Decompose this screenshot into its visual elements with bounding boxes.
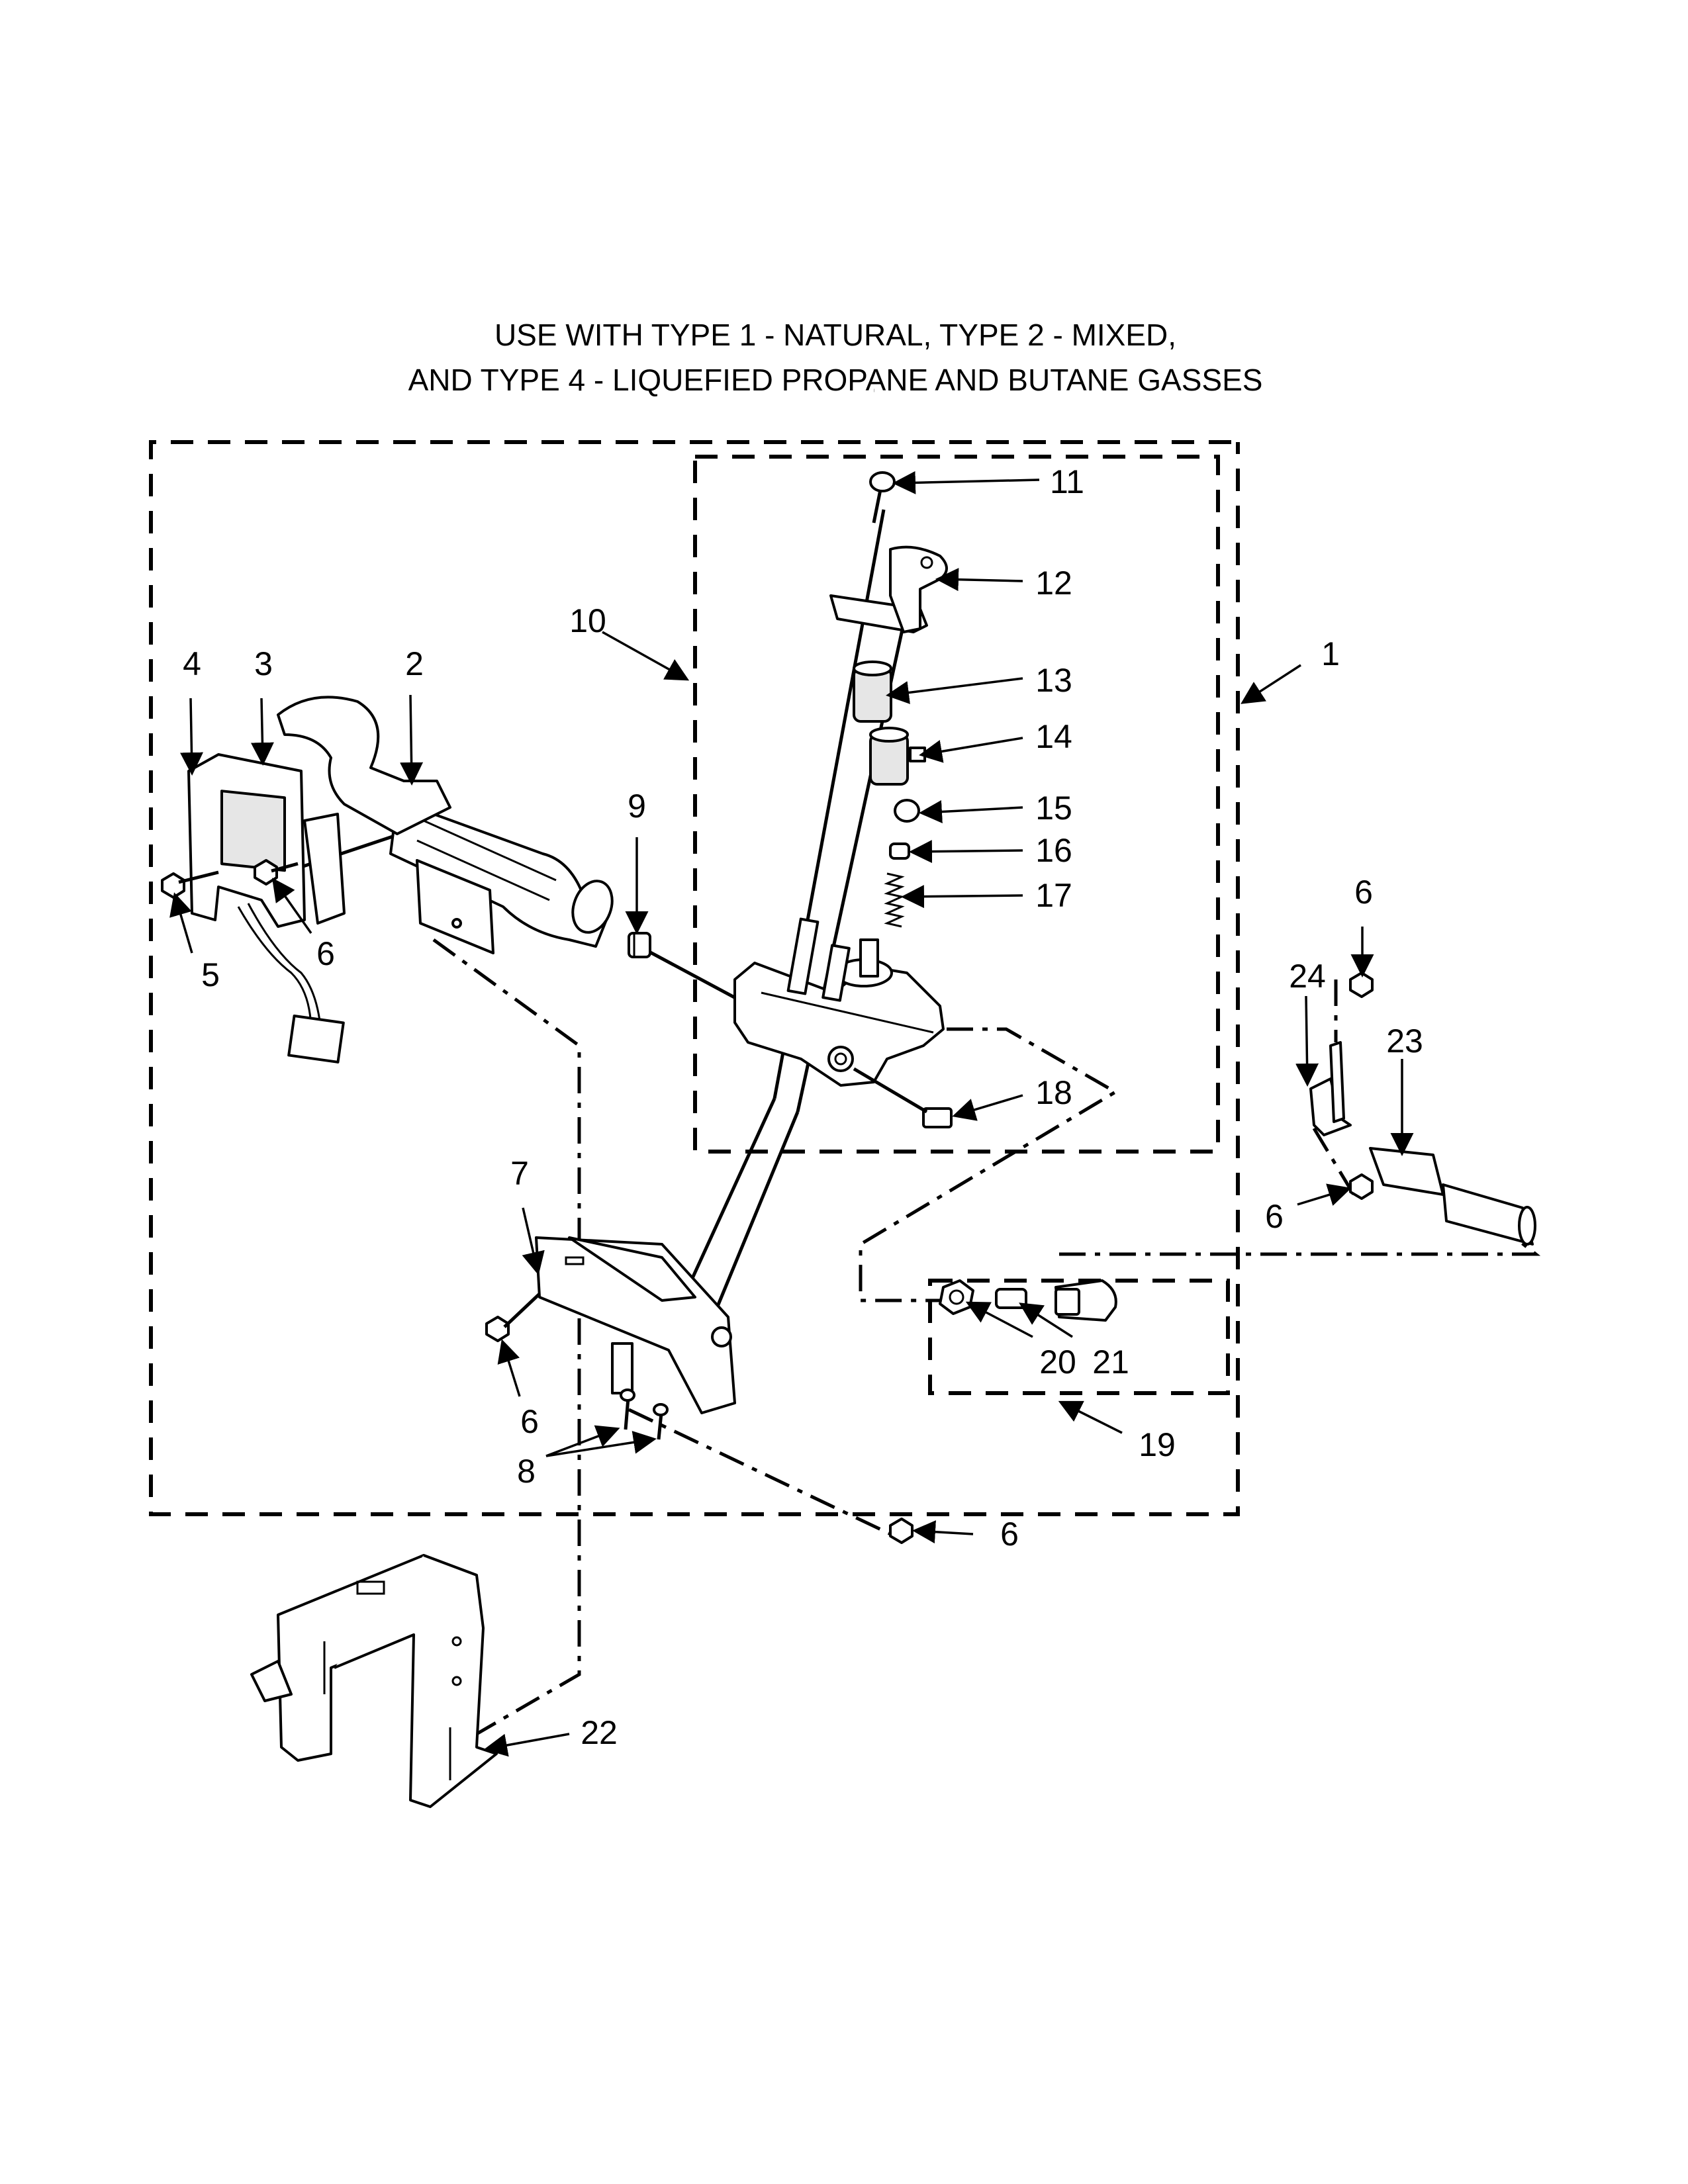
cap-part-15 bbox=[894, 799, 920, 823]
leader-arrow-6b bbox=[497, 1339, 521, 1397]
leader-arrow-6a bbox=[271, 878, 312, 934]
igniter-wire-harness bbox=[237, 903, 345, 1064]
sensor-part-18 bbox=[853, 1067, 953, 1128]
callout-21: 21 bbox=[1092, 1343, 1129, 1381]
callout-14: 14 bbox=[1035, 718, 1072, 755]
callout-6-bracket: 6 bbox=[520, 1403, 539, 1440]
callout-6-right-top: 6 bbox=[1354, 874, 1373, 911]
fitting-line bbox=[644, 948, 739, 1001]
callout-18: 18 bbox=[1035, 1074, 1072, 1111]
callout-23: 23 bbox=[1386, 1023, 1423, 1060]
callout-11: 11 bbox=[1050, 463, 1084, 500]
callout-20: 20 bbox=[1039, 1343, 1076, 1381]
coil-part-13 bbox=[853, 660, 892, 723]
leader-arrow-14 bbox=[919, 737, 1023, 763]
leader-arrow-6d bbox=[1297, 1183, 1352, 1206]
screws-part-8 bbox=[620, 1388, 669, 1440]
tube-bracket-part-24 bbox=[1309, 1041, 1352, 1136]
nut-part-20 bbox=[939, 1279, 974, 1315]
leader-arrow-22 bbox=[484, 1733, 570, 1757]
callout-16: 16 bbox=[1035, 832, 1072, 869]
leader-arrow-7 bbox=[522, 1207, 545, 1275]
igniter-bracket bbox=[187, 753, 346, 928]
leader-arrow-11 bbox=[892, 471, 1040, 494]
screw-part-6-right-top bbox=[1349, 972, 1374, 998]
coil-part-14 bbox=[869, 727, 926, 786]
leader-arrow-2 bbox=[400, 694, 424, 786]
callout-17: 17 bbox=[1035, 877, 1072, 914]
leader-arrow-4 bbox=[179, 698, 203, 776]
leader-arrow-19 bbox=[1058, 1400, 1123, 1434]
callout-22: 22 bbox=[581, 1714, 618, 1751]
leader-arrow-18 bbox=[952, 1094, 1023, 1121]
coil-bracket-part-12 bbox=[829, 545, 948, 633]
callout-13: 13 bbox=[1035, 662, 1072, 699]
screw-part-5 bbox=[161, 870, 219, 899]
callout-4: 4 bbox=[183, 645, 201, 682]
orifice-kit-boundary bbox=[928, 1279, 1230, 1395]
connection-line-valve-orifice bbox=[859, 1027, 1119, 1302]
leader-arrow-8a bbox=[545, 1425, 620, 1457]
burner-tube-part-23 bbox=[1369, 1147, 1536, 1246]
orifice-fitting bbox=[1055, 1279, 1117, 1322]
valve-assembly-boundary bbox=[693, 455, 1220, 1154]
leader-arrow-21 bbox=[1019, 1302, 1073, 1338]
callout-15: 15 bbox=[1035, 790, 1072, 827]
connection-line-screw-tube-bracket bbox=[1312, 1127, 1356, 1196]
leader-arrow-8b bbox=[545, 1431, 657, 1457]
fitting-part-9 bbox=[628, 932, 651, 958]
leader-arrow-16 bbox=[909, 840, 1023, 864]
valve-bracket-part-7 bbox=[535, 1236, 736, 1414]
callout-6-bottom: 6 bbox=[1000, 1516, 1019, 1553]
leader-arrow-10 bbox=[602, 631, 690, 681]
orifice-part-21 bbox=[995, 1288, 1027, 1309]
connection-line-bracket bbox=[432, 938, 581, 1736]
base-bracket-part-22 bbox=[250, 1554, 498, 1808]
leader-arrow-17 bbox=[901, 885, 1023, 909]
leader-arrow-5 bbox=[169, 892, 193, 954]
screw-part-6-bracket bbox=[485, 1293, 541, 1342]
callout-3: 3 bbox=[254, 645, 273, 682]
callout-2: 2 bbox=[405, 645, 424, 682]
valve-screw-part-11 bbox=[869, 471, 896, 523]
connection-line-screw-bracket bbox=[628, 1408, 902, 1541]
spring-part-17 bbox=[884, 872, 905, 928]
connection-line-orifice-tube bbox=[1059, 1226, 1541, 1256]
callout-1: 1 bbox=[1321, 635, 1340, 672]
leader-arrow-1 bbox=[1241, 664, 1301, 704]
plunger-part-16 bbox=[889, 842, 910, 860]
screw-part-6-left bbox=[254, 859, 299, 886]
leader-arrow-15 bbox=[919, 800, 1023, 823]
callout-12: 12 bbox=[1035, 565, 1072, 602]
callout-8: 8 bbox=[517, 1453, 536, 1490]
leader-arrow-12 bbox=[935, 568, 1023, 592]
leader-arrow-20 bbox=[965, 1301, 1033, 1338]
screw-part-6-right-bottom bbox=[1349, 1173, 1374, 1200]
callout-6-left: 6 bbox=[316, 935, 335, 972]
leader-arrow-6e bbox=[912, 1520, 974, 1544]
callout-6-right-bottom: 6 bbox=[1265, 1198, 1284, 1235]
burner-tube bbox=[277, 696, 614, 948]
leader-arrow-3 bbox=[250, 698, 274, 766]
leader-arrow-24 bbox=[1295, 995, 1319, 1087]
callout-24: 24 bbox=[1289, 958, 1326, 995]
diagram-title-line-2: AND TYPE 4 - LIQUEFIED PROPANE AND BUTAN… bbox=[408, 363, 1263, 397]
gas-valve-body bbox=[733, 917, 945, 1087]
callout-19: 19 bbox=[1139, 1426, 1176, 1463]
callout-9: 9 bbox=[628, 788, 646, 825]
assembly-boundary-outer bbox=[149, 440, 1240, 1516]
callout-10: 10 bbox=[569, 602, 606, 639]
callout-7: 7 bbox=[510, 1155, 529, 1192]
diagram-title-line-1: USE WITH TYPE 1 - NATURAL, TYPE 2 - MIXE… bbox=[494, 318, 1176, 352]
valve-bracket-line-2 bbox=[703, 1111, 800, 1338]
leader-arrow-13 bbox=[886, 677, 1023, 704]
burner-tube-bracket bbox=[416, 859, 494, 954]
screw-part-6-bottom bbox=[889, 1518, 914, 1544]
callout-5: 5 bbox=[201, 956, 220, 993]
